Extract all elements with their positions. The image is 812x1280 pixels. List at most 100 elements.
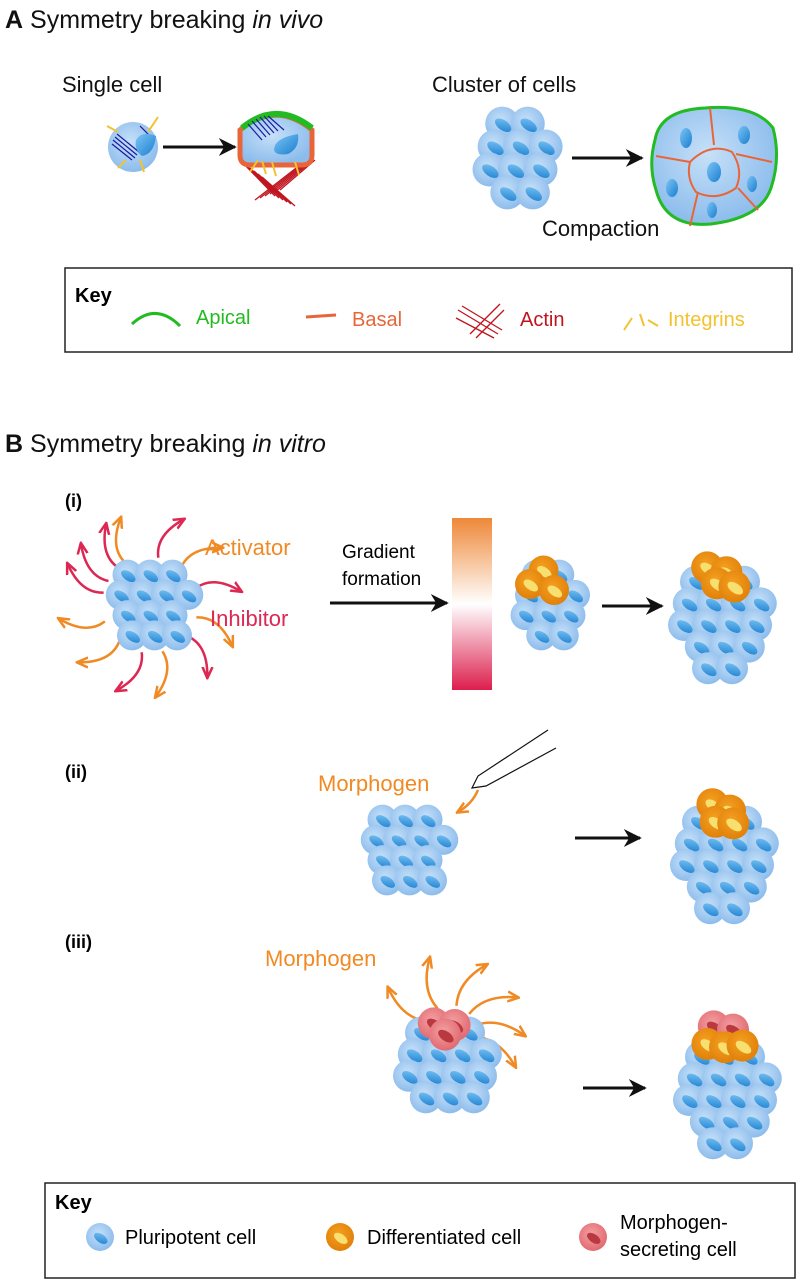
activator-arrow	[196, 616, 232, 646]
gradient-label-1: Gradient	[342, 542, 416, 563]
title-text: Symmetry breaking	[30, 430, 252, 458]
key-box-a: Key Apical Basal Actin Integrins	[64, 267, 793, 353]
key-title: Key	[55, 1192, 93, 1214]
panel-letter: B	[5, 430, 23, 458]
orange-cell	[726, 1029, 759, 1062]
blue-cell	[433, 1081, 466, 1114]
blue-cell	[393, 1059, 425, 1092]
activator-arrow	[116, 518, 127, 565]
blue-cell	[139, 620, 170, 651]
morphogen-arrow	[468, 997, 517, 1015]
key-basal: Basal	[352, 309, 402, 331]
key-integrins: Integrins	[668, 309, 745, 331]
polarized-cell	[237, 111, 316, 207]
cluster-label: Cluster of cells	[432, 72, 576, 97]
blue-cell	[668, 609, 700, 641]
blue-cell	[162, 620, 192, 651]
blue-cell	[737, 1105, 770, 1138]
key-actin: Actin	[520, 309, 564, 331]
cell-cluster	[105, 559, 204, 651]
key-pluripotent: Pluripotent cell	[125, 1227, 256, 1249]
morphogen-arrow	[455, 965, 486, 1006]
gradient-label-2: formation	[342, 569, 421, 590]
key-apical: Apical	[196, 307, 250, 329]
cell-cluster	[472, 106, 563, 210]
panel-b-title: B Symmetry breaking in vitro	[5, 430, 326, 458]
blue-cell	[732, 630, 765, 663]
blue-cell	[510, 600, 541, 631]
inhibitor-arrow	[116, 652, 144, 690]
row-label-ii: (ii)	[65, 762, 87, 782]
morphogen-arrow	[427, 958, 439, 1010]
blue-cell	[428, 824, 459, 855]
blue-cell	[548, 620, 579, 651]
blue-cell	[409, 1081, 442, 1114]
key-morphogen-2: secreting cell	[620, 1239, 737, 1261]
cell-cluster-patterned	[668, 551, 777, 685]
key-box-b: Key Pluripotent cell Differentiated cell…	[44, 1182, 796, 1279]
inhibitor-arrow	[156, 519, 184, 558]
orange-cell	[717, 807, 750, 840]
integrins-icon	[623, 313, 659, 331]
cell-cluster-patterned	[673, 1010, 782, 1160]
blue-cell	[173, 579, 204, 610]
orange-cell	[718, 570, 751, 603]
blue-cell	[394, 865, 425, 896]
morphogen-label: Morphogen	[265, 946, 376, 971]
blue-cell	[721, 1127, 753, 1160]
morphogen-label: Morphogen	[318, 771, 429, 796]
key-differentiated: Differentiated cell	[367, 1227, 521, 1249]
blue-cell	[718, 892, 750, 925]
cell-cluster	[393, 1007, 502, 1114]
orange-cell	[539, 575, 569, 605]
orange-cell	[515, 569, 545, 599]
inhibitor-arrow	[68, 564, 104, 594]
activator-arrow	[78, 641, 121, 663]
orange-cell	[326, 1223, 354, 1251]
inhibitor-label: Inhibitor	[210, 606, 288, 631]
compaction-label: Compaction	[542, 216, 659, 241]
key-morphogen-1: Morphogen-	[620, 1212, 728, 1234]
actin-icon	[455, 303, 505, 339]
blue-cell	[117, 620, 147, 651]
blue-cell	[692, 652, 724, 685]
blue-cell	[694, 892, 726, 925]
gradient-bar	[452, 518, 492, 690]
row-label-iii: (iii)	[65, 932, 92, 952]
cell-cluster-differentiating	[510, 555, 590, 651]
blue-cell	[417, 865, 447, 896]
inhibitor-arrow	[81, 544, 109, 583]
single-cell	[106, 116, 159, 173]
title-text: Symmetry breaking	[30, 6, 252, 34]
single-cell-label: Single cell	[62, 72, 162, 97]
title-italic: in vivo	[252, 6, 323, 34]
activator-label: Activator	[205, 535, 291, 560]
cell-cluster	[360, 804, 459, 896]
basal-icon	[305, 313, 337, 319]
blue-cell	[490, 175, 525, 210]
blue-cell	[515, 175, 550, 210]
apical-icon	[130, 312, 182, 328]
title-italic: in vitro	[252, 430, 326, 458]
activator-arrow	[156, 650, 169, 696]
blue-cell	[734, 870, 767, 903]
cell-cluster-patterned	[670, 788, 779, 925]
key-title: Key	[75, 285, 113, 307]
pink-cell	[429, 1018, 461, 1051]
compacted-cluster	[650, 105, 778, 227]
panel-letter: A	[5, 6, 23, 34]
panel-a-title: A Symmetry breaking in vivo	[5, 6, 323, 34]
blue-cell	[526, 620, 557, 651]
morphogen-arrow	[458, 789, 480, 812]
blue-cell	[86, 1223, 114, 1251]
blue-cell	[472, 152, 507, 187]
blue-cell	[670, 849, 702, 881]
pink-cell	[579, 1223, 607, 1251]
activator-arrow	[59, 619, 106, 629]
blue-cell	[372, 865, 402, 896]
row-label-i: (i)	[65, 491, 82, 511]
blue-cell	[673, 1084, 705, 1116]
blue-cell	[457, 1081, 490, 1114]
pipette-icon	[470, 729, 557, 789]
